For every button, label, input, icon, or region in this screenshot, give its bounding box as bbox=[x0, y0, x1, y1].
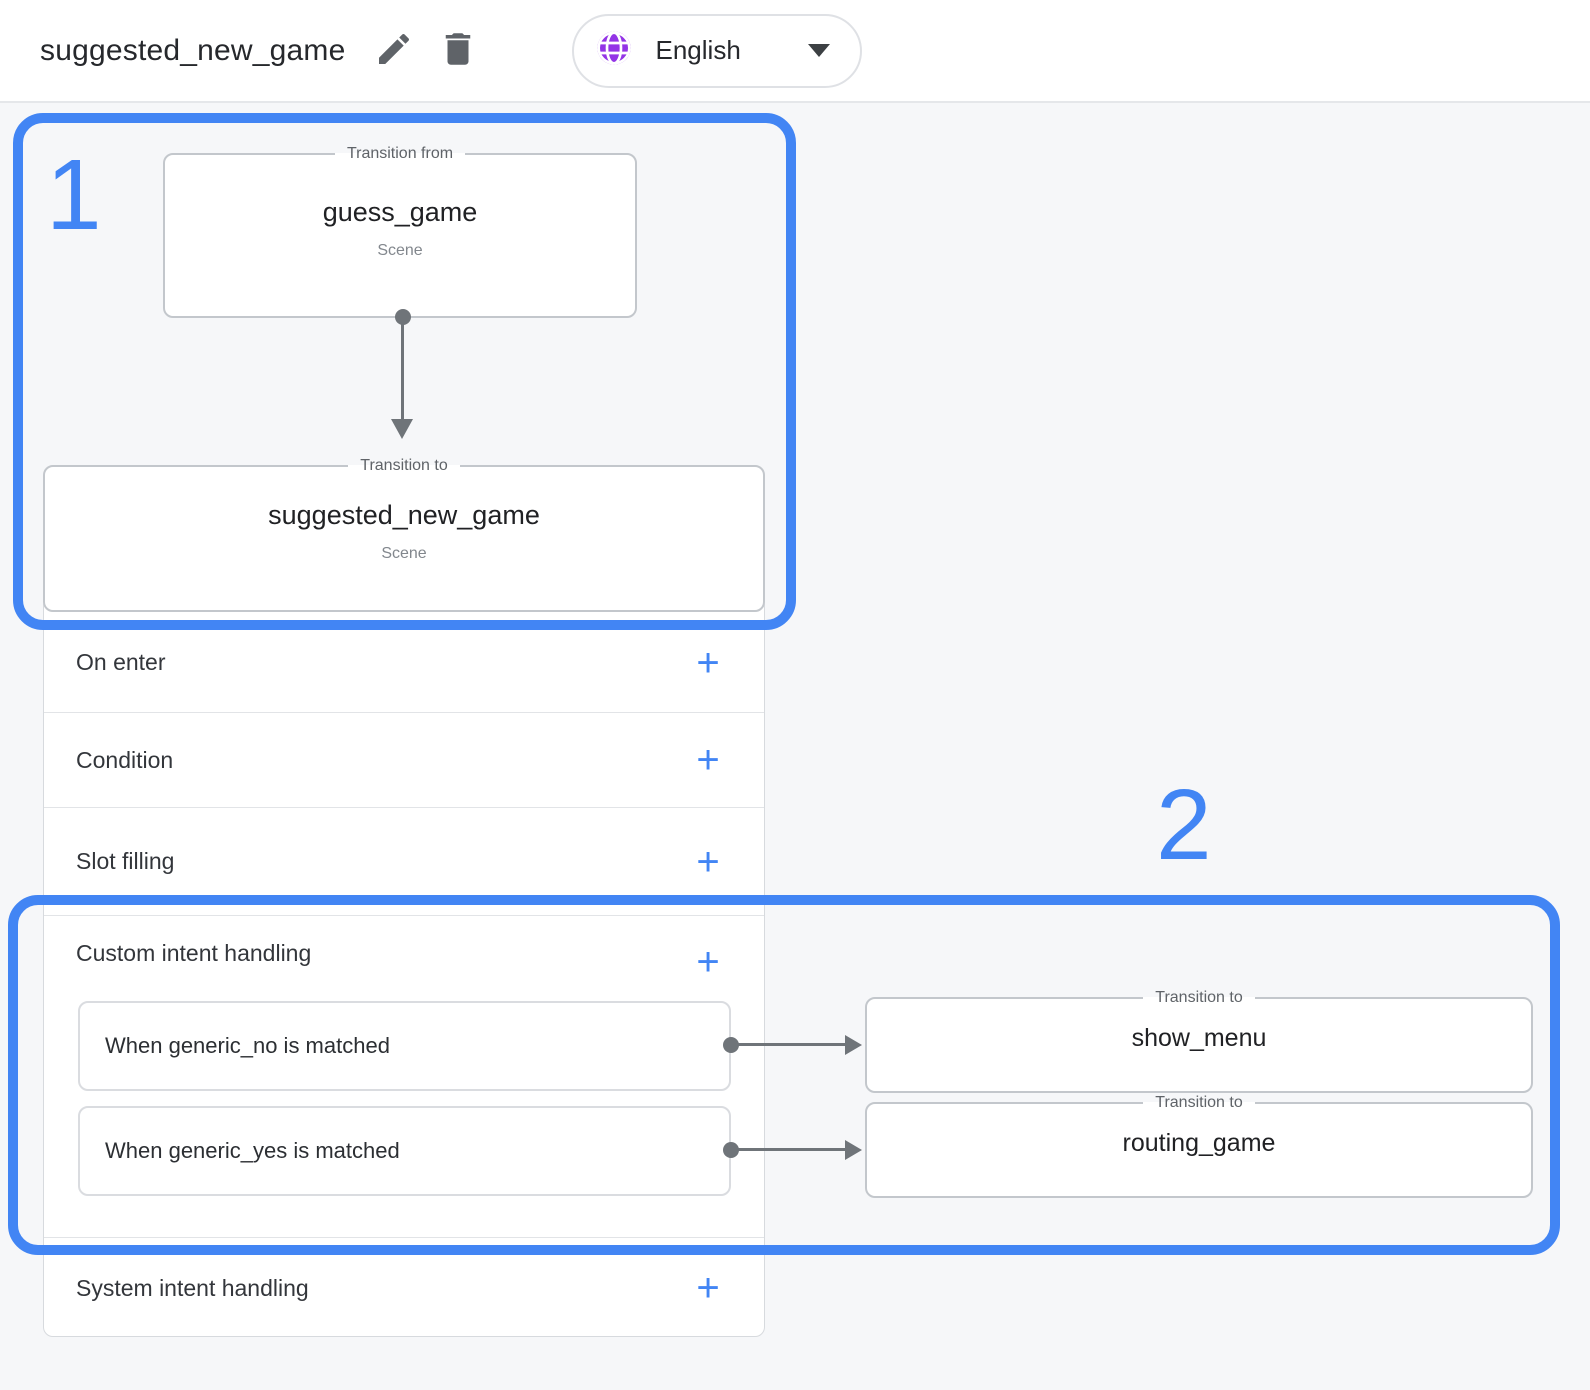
transition-target-routing-game[interactable]: Transition to routing_game bbox=[865, 1094, 1533, 1198]
arrow-right-icon bbox=[845, 1035, 862, 1055]
section-on-enter: On enter + bbox=[44, 613, 764, 713]
transition-from-card[interactable]: Transition from guess_game Scene bbox=[163, 145, 637, 318]
from-scene-type: Scene bbox=[377, 242, 422, 260]
arrow-down-icon bbox=[391, 419, 413, 439]
transition-to-legend: Transition to bbox=[1143, 1094, 1254, 1112]
custom-intent-label: Custom intent handling bbox=[76, 940, 311, 967]
pencil-icon bbox=[374, 29, 414, 72]
section-slot-filling: Slot filling + bbox=[44, 808, 764, 916]
intent-card-generic-no[interactable]: When generic_no is matched bbox=[78, 1001, 731, 1091]
transition-to-legend: Transition to bbox=[348, 457, 459, 475]
target-scene-name: show_menu bbox=[1132, 1024, 1267, 1053]
add-on-enter-button[interactable]: + bbox=[686, 641, 730, 685]
transition-to-legend: Transition to bbox=[1143, 989, 1254, 1007]
current-scene-name: suggested_new_game bbox=[268, 500, 540, 531]
page-title: suggested_new_game bbox=[40, 34, 346, 68]
transition-from-legend: Transition from bbox=[335, 145, 465, 163]
system-intent-label: System intent handling bbox=[76, 1275, 309, 1302]
section-system-intent: System intent handling + bbox=[44, 1238, 764, 1338]
transition-target-show-menu[interactable]: Transition to show_menu bbox=[865, 989, 1533, 1093]
current-scene-card[interactable]: Transition to suggested_new_game Scene bbox=[43, 457, 765, 612]
edit-scene-button[interactable] bbox=[368, 25, 420, 77]
top-bar: suggested_new_game bbox=[0, 0, 1590, 103]
from-scene-name: guess_game bbox=[323, 197, 478, 228]
connector-line bbox=[731, 1043, 853, 1046]
add-slot-filling-button[interactable]: + bbox=[686, 840, 730, 884]
language-selector[interactable]: English bbox=[572, 14, 862, 88]
arrow-right-icon bbox=[845, 1140, 862, 1160]
current-scene-type: Scene bbox=[381, 545, 426, 563]
language-label: English bbox=[656, 35, 741, 66]
condition-label: Condition bbox=[76, 747, 173, 774]
trash-icon bbox=[437, 28, 479, 73]
slot-filling-label: Slot filling bbox=[76, 848, 174, 875]
intent-card-generic-yes[interactable]: When generic_yes is matched bbox=[78, 1106, 731, 1196]
caret-down-icon bbox=[808, 44, 830, 57]
intent-card-text: When generic_no is matched bbox=[105, 1033, 390, 1059]
connector-line bbox=[731, 1148, 853, 1151]
annotation-number-1: 1 bbox=[46, 145, 102, 245]
section-condition: Condition + bbox=[44, 713, 764, 808]
connector-line bbox=[401, 317, 404, 421]
target-scene-name: routing_game bbox=[1123, 1129, 1276, 1158]
add-system-intent-button[interactable]: + bbox=[686, 1266, 730, 1310]
add-custom-intent-button[interactable]: + bbox=[686, 940, 730, 984]
intent-card-text: When generic_yes is matched bbox=[105, 1138, 400, 1164]
annotation-number-2: 2 bbox=[1156, 775, 1212, 875]
globe-icon bbox=[594, 28, 634, 73]
on-enter-label: On enter bbox=[76, 649, 166, 676]
add-condition-button[interactable]: + bbox=[686, 738, 730, 782]
delete-scene-button[interactable] bbox=[432, 25, 484, 77]
